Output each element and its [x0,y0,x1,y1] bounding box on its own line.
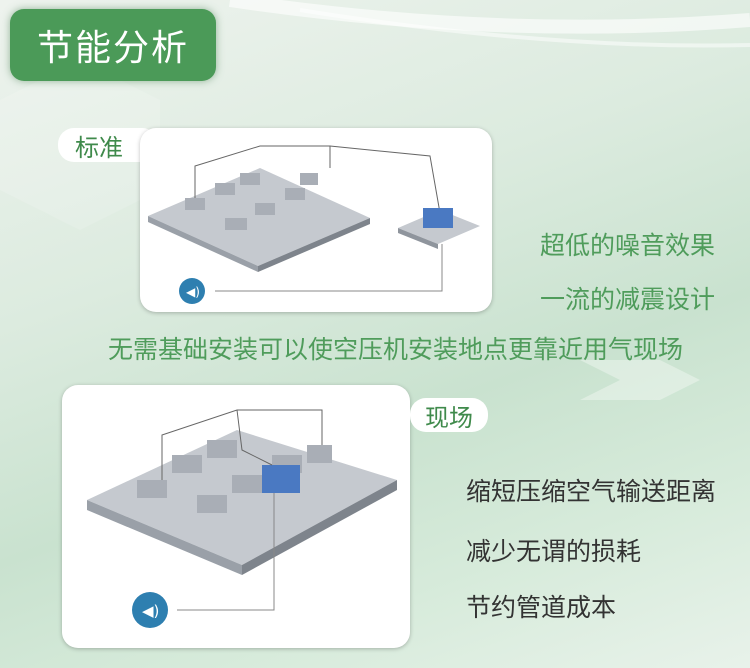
onsite-label: 现场 [410,398,488,432]
speaker-icon [179,278,205,304]
feature-text: 超低的噪音效果 [540,231,716,260]
feature-text: 节约管道成本 [466,593,617,622]
arrow-icon [580,360,700,400]
svg-text:◀): ◀) [142,602,159,620]
standard-illustration: ◀) [140,128,492,312]
onsite-illustration: ◀) [62,385,410,648]
page-title: 节能分析 [10,9,216,81]
feature-text: 减少无谓的损耗 [466,537,642,566]
feature-text: 无需基础安装可以使空压机安装地点更靠近用气现场 [108,335,684,364]
feature-text: 缩短压缩空气输送距离 [466,477,717,506]
speaker-icon [132,592,168,628]
feature-text: 一流的减震设计 [540,285,716,314]
svg-text:◀): ◀) [186,285,200,299]
